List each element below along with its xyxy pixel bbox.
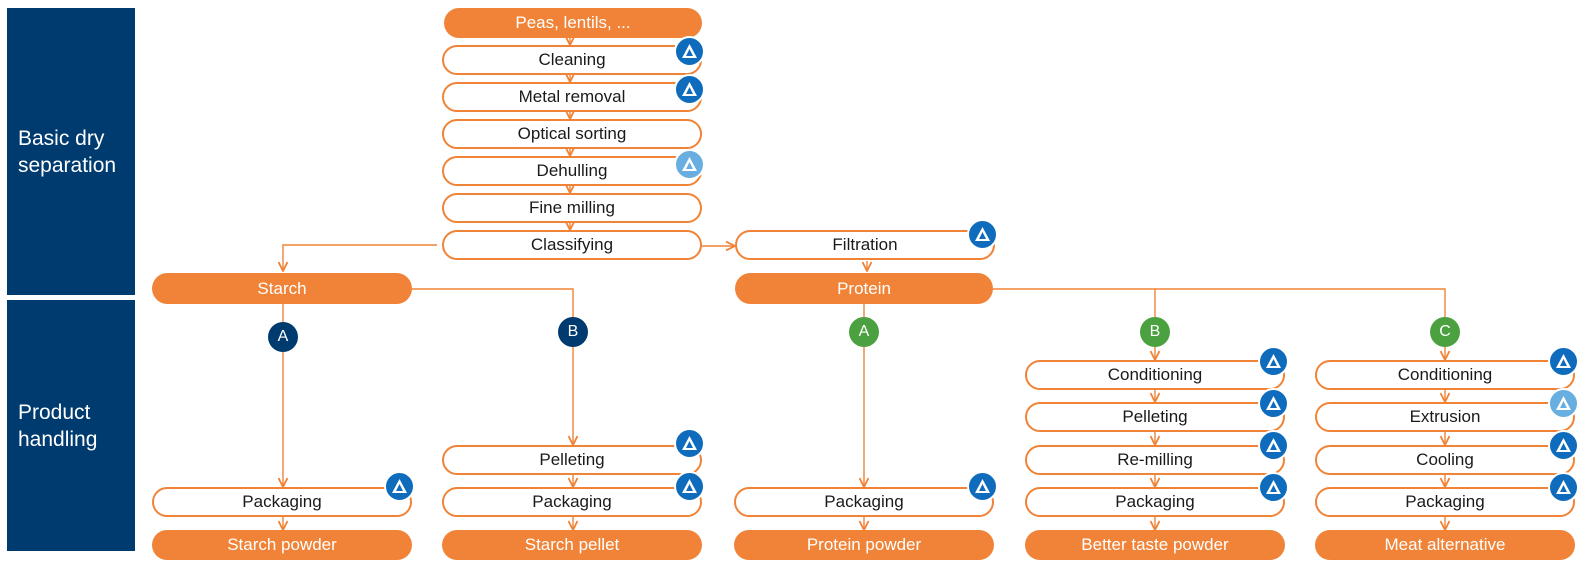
a-logo-icon — [1548, 430, 1579, 461]
protein-c-conditioning: Conditioning — [1315, 360, 1575, 390]
starch-powder-output: Starch powder — [152, 530, 412, 560]
step-dehulling: Dehulling — [442, 156, 702, 186]
protein-branch-c-marker: C — [1430, 317, 1460, 347]
protein-b-conditioning: Conditioning — [1025, 360, 1285, 390]
protein-c-extrusion: Extrusion — [1315, 402, 1575, 432]
starch-pellet-output: Starch pellet — [442, 530, 702, 560]
step-optical-sorting: Optical sorting — [442, 119, 702, 149]
a-logo-icon — [384, 471, 415, 502]
a-logo-icon — [674, 428, 705, 459]
protein-a-packaging: Packaging — [734, 487, 994, 517]
protein-b-packaging: Packaging — [1025, 487, 1285, 517]
a-logo-icon — [1258, 472, 1289, 503]
a-logo-icon — [1258, 388, 1289, 419]
a-logo-icon — [1548, 388, 1579, 419]
step-metal-removal: Metal removal — [442, 82, 702, 112]
starch-b-packaging: Packaging — [442, 487, 702, 517]
starch-branch-a-marker: A — [268, 322, 298, 352]
step-classifying: Classifying — [442, 230, 702, 260]
a-logo-icon — [1548, 472, 1579, 503]
meat-alternative-output: Meat alternative — [1315, 530, 1575, 560]
step-cleaning: Cleaning — [442, 45, 702, 75]
protein-b-pelleting: Pelleting — [1025, 402, 1285, 432]
a-logo-icon — [674, 36, 705, 67]
starch-branch-b-marker: B — [558, 317, 588, 347]
a-logo-icon — [967, 471, 998, 502]
step-fine-milling: Fine milling — [442, 193, 702, 223]
section-product-handling: Product handling — [7, 300, 135, 551]
step-filtration: Filtration — [735, 230, 995, 260]
starch-node: Starch — [152, 273, 412, 304]
a-logo-icon — [967, 219, 998, 250]
a-logo-icon — [674, 74, 705, 105]
protein-branch-a-marker: A — [849, 317, 879, 347]
a-logo-icon — [1258, 346, 1289, 377]
better-taste-powder-output: Better taste powder — [1025, 530, 1285, 560]
a-logo-icon — [1548, 346, 1579, 377]
starch-a-packaging: Packaging — [152, 487, 412, 517]
protein-b-re-milling: Re-milling — [1025, 445, 1285, 475]
protein-c-packaging: Packaging — [1315, 487, 1575, 517]
protein-branch-b-marker: B — [1140, 317, 1170, 347]
a-logo-icon — [674, 471, 705, 502]
section-basic-dry-separation: Basic dry separation — [7, 8, 135, 295]
protein-powder-output: Protein powder — [734, 530, 994, 560]
input-node: Peas, lentils, ... — [444, 8, 702, 38]
a-logo-icon — [674, 149, 705, 180]
starch-b-pelleting: Pelleting — [442, 445, 702, 475]
a-logo-icon — [1258, 430, 1289, 461]
protein-c-cooling: Cooling — [1315, 445, 1575, 475]
protein-node: Protein — [735, 273, 993, 304]
